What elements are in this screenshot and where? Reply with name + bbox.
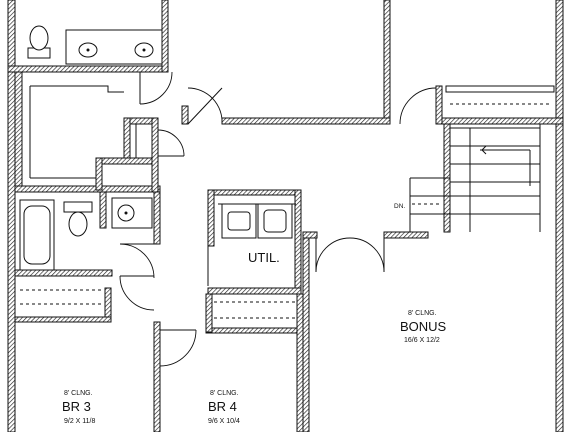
closet <box>29 85 153 179</box>
walls <box>7 0 564 432</box>
staircase: DN. <box>394 85 555 232</box>
bedroom-3: 8' CLNG. BR 3 9/2 X 11/8 <box>20 289 104 425</box>
bedroom-4: 8' CLNG. BR 4 9/6 X 10/4 <box>208 301 296 425</box>
toilet-bowl <box>29 25 49 51</box>
room-dims-br4: 9/6 X 10/4 <box>208 418 240 425</box>
door-swings <box>119 71 437 367</box>
hall-bath <box>19 197 153 271</box>
ceiling-label-bonus: 8' CLNG. <box>408 310 437 317</box>
master-bath <box>27 25 163 65</box>
room-name-util: UTIL. <box>248 250 280 265</box>
ceiling-label-br4: 8' CLNG. <box>210 390 239 397</box>
toilet-tank <box>63 201 93 213</box>
bonus-room: 8' CLNG. BONUS 16/6 X 12/2 <box>400 270 557 420</box>
room-name-br4: BR 4 <box>208 399 237 414</box>
toilet-bowl <box>68 211 88 237</box>
utility-room: UTIL. <box>218 203 296 265</box>
ceiling-label-br3: 8' CLNG. <box>64 390 93 397</box>
room-dims-br3: 9/2 X 11/8 <box>64 418 96 425</box>
stair-direction-label: DN. <box>394 203 405 210</box>
room-name-bonus: BONUS <box>400 319 447 334</box>
room-dims-bonus: 16/6 X 12/2 <box>404 337 440 344</box>
room-name-br3: BR 3 <box>62 399 91 414</box>
